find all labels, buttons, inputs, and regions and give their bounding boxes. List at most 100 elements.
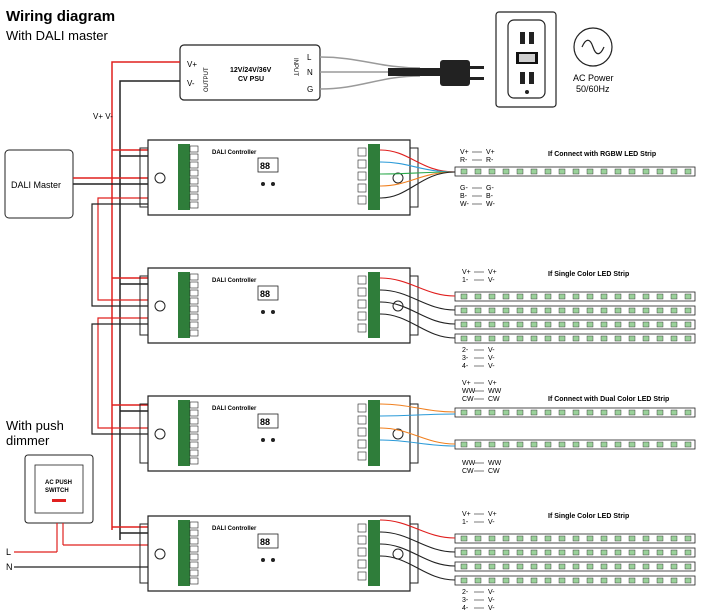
controller-left-end [139, 275, 148, 336]
strip-led [488, 409, 496, 416]
output-terminal [357, 287, 367, 297]
strip-led [530, 577, 538, 584]
rgbw-strip [454, 166, 696, 177]
strip-led [530, 335, 538, 342]
input-terminal [189, 569, 199, 577]
strip-led [670, 335, 678, 342]
input-terminal [189, 521, 199, 529]
ac-power-label: AC Power [573, 73, 614, 83]
output-terminal [357, 299, 367, 309]
strip-led [544, 409, 552, 416]
strip-led [670, 321, 678, 328]
strip-led [558, 441, 566, 448]
push-switch-label-2: SWITCH [45, 488, 69, 494]
strip-led [502, 535, 510, 542]
input-terminal [189, 153, 199, 161]
strip-led [460, 549, 468, 556]
strip-led [684, 441, 692, 448]
controller-label: DALI Controller [212, 526, 257, 532]
single-bottom-label-to: V- [488, 589, 495, 596]
strip-led [684, 563, 692, 570]
dual-top-label-from: WW [462, 388, 476, 395]
strip-led [530, 307, 538, 314]
output-terminal-block [368, 144, 380, 210]
input-terminal-block [178, 520, 190, 586]
strip-led [656, 168, 664, 175]
dual-wire [379, 403, 456, 413]
output-terminal [357, 451, 367, 461]
single-bottom-label-from: 2- [462, 347, 469, 354]
strip-led [586, 335, 594, 342]
single-top-label-to: V- [488, 519, 495, 526]
single-strip [454, 305, 696, 316]
strip-led [614, 293, 622, 300]
strip-led [558, 549, 566, 556]
strip-heading: If Single Color LED Strip [548, 271, 629, 278]
controller-body [147, 515, 411, 592]
ac-power-source: AC Power 50/60Hz [573, 27, 614, 94]
strip-led [530, 535, 538, 542]
input-terminal [189, 537, 199, 545]
strip-led [600, 563, 608, 570]
input-terminal [189, 313, 199, 321]
input-terminal [189, 177, 199, 185]
strip-led [558, 409, 566, 416]
strip-led [544, 321, 552, 328]
strip-led [684, 535, 692, 542]
strip-led [670, 563, 678, 570]
strip-led [516, 168, 524, 175]
dali-master: DALI Master [4, 149, 148, 435]
psu-model: 12V/24V/36V [230, 67, 272, 74]
controller-left-end [139, 523, 148, 584]
strip-led [544, 535, 552, 542]
input-terminal [189, 425, 199, 433]
led-strips: If Connect with RGBW LED StripV+V+R-R-G-… [379, 149, 696, 612]
rgbw-bottom-label-to: B- [486, 193, 494, 200]
diagram-subtitle: With DALI master [6, 28, 109, 43]
dual-top-label-to: CW [488, 396, 500, 403]
single-wire [379, 277, 456, 297]
rgbw-bottom-label-to: W- [486, 201, 495, 208]
dual-bottom-label-from: CW [462, 468, 474, 475]
strip-led [572, 307, 580, 314]
input-terminal [189, 409, 199, 417]
strip-led [614, 307, 622, 314]
strip-led [684, 577, 692, 584]
strip-led [628, 307, 636, 314]
strip-led [558, 563, 566, 570]
strip-led [530, 321, 538, 328]
strip-led [530, 168, 538, 175]
strip-led [474, 335, 482, 342]
strip-group-single-1: If Single Color LED StripV+V+1-V-2-V-3-V… [379, 269, 696, 370]
controller-body [147, 395, 411, 472]
single-wire [379, 301, 456, 325]
input-terminal [189, 297, 199, 305]
output-terminal [357, 311, 367, 321]
strip-led [460, 335, 468, 342]
strip-led [642, 441, 650, 448]
mount-hole-right [392, 172, 404, 184]
strip-led [502, 168, 510, 175]
dual-strip-2 [454, 439, 696, 450]
input-terminal [189, 433, 199, 441]
controller-right-end [410, 403, 419, 464]
strip-led [488, 321, 496, 328]
strip-led [642, 335, 650, 342]
strip-led [572, 321, 580, 328]
strip-led [642, 577, 650, 584]
strip-led [656, 307, 664, 314]
input-terminal [189, 201, 199, 209]
strip-led [586, 409, 594, 416]
strip-led [614, 441, 622, 448]
push-n-label: N [6, 562, 13, 572]
controller-display-digits: 88 [260, 417, 270, 427]
strip-led [572, 293, 580, 300]
controller-right-end [410, 523, 419, 584]
single-strip [454, 561, 696, 572]
single-bottom-label-to: V- [488, 355, 495, 362]
strip-led [474, 441, 482, 448]
strip-led [628, 321, 636, 328]
strip-led [628, 168, 636, 175]
push-dimmer-label-2: dimmer [6, 433, 50, 448]
